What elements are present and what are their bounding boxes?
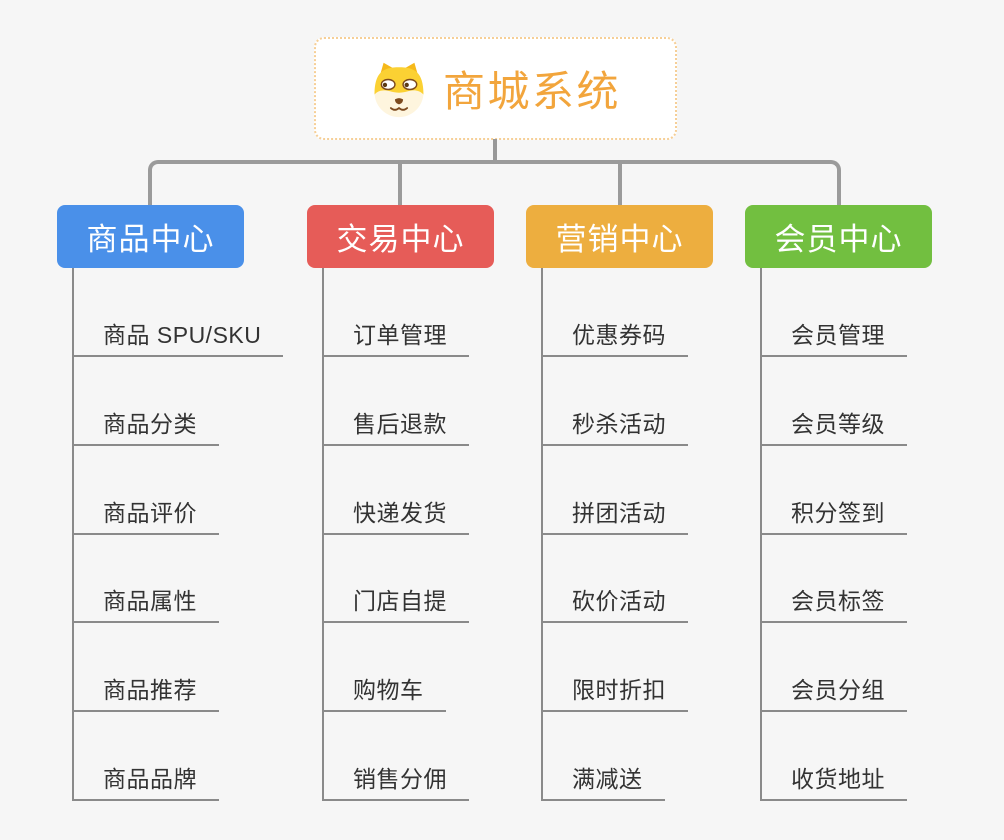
leaf-label: 优惠券码 — [572, 322, 666, 348]
leaf-label: 售后退款 — [353, 411, 447, 437]
leaf-node-marketing-center-5[interactable]: 限时折扣 — [541, 665, 688, 712]
leaf-label: 会员等级 — [791, 411, 885, 437]
branch-header-trade-center[interactable]: 交易中心 — [307, 205, 494, 268]
leaf-label: 销售分佣 — [353, 766, 447, 792]
branch-column-product-center: 商品中心商品 SPU/SKU 商品分类商品评价商品属性商品推荐商品品牌 — [57, 205, 284, 815]
connector-drop — [618, 163, 622, 205]
leaf-label: 门店自提 — [353, 588, 447, 614]
leaf-node-marketing-center-2[interactable]: 秒杀活动 — [541, 399, 688, 446]
branch-column-marketing-center: 营销中心优惠券码秒杀活动拼团活动砍价活动限时折扣满减送 — [526, 205, 713, 815]
leaf-node-product-center-5[interactable]: 商品推荐 — [72, 665, 219, 712]
leaf-label: 积分签到 — [791, 500, 885, 526]
leaf-node-trade-center-3[interactable]: 快递发货 — [322, 488, 469, 535]
leaf-node-trade-center-1[interactable]: 订单管理 — [322, 310, 469, 357]
leaf-label: 购物车 — [353, 677, 424, 703]
leaf-label: 快递发货 — [353, 500, 447, 526]
leaf-label: 拼团活动 — [572, 500, 666, 526]
leaf-node-member-center-3[interactable]: 积分签到 — [760, 488, 907, 535]
leaf-label: 商品评价 — [103, 500, 197, 526]
leaf-node-member-center-1[interactable]: 会员管理 — [760, 310, 907, 357]
leaf-node-product-center-2[interactable]: 商品分类 — [72, 399, 219, 446]
leaf-node-marketing-center-6[interactable]: 满减送 — [541, 754, 665, 801]
leaf-label: 收货地址 — [791, 766, 885, 792]
leaf-label: 会员标签 — [791, 588, 885, 614]
leaf-node-marketing-center-1[interactable]: 优惠券码 — [541, 310, 688, 357]
leaf-label: 商品属性 — [103, 588, 197, 614]
branch-header-product-center[interactable]: 商品中心 — [57, 205, 244, 268]
root-title: 商城系统 — [442, 68, 621, 115]
branch-column-trade-center: 交易中心订单管理售后退款快递发货门店自提购物车销售分佣 — [307, 205, 494, 815]
root-node[interactable]: 商城系统 — [314, 37, 677, 140]
leaf-node-trade-center-4[interactable]: 门店自提 — [322, 576, 469, 623]
leaf-label: 商品 SPU/SKU — [103, 322, 262, 348]
branch-column-member-center: 会员中心会员管理会员等级积分签到会员标签会员分组收货地址 — [745, 205, 932, 815]
leaf-node-trade-center-6[interactable]: 销售分佣 — [322, 754, 469, 801]
branch-header-label: 会员中心 — [774, 222, 903, 257]
leaf-label: 秒杀活动 — [572, 411, 666, 437]
leaf-node-product-center-3[interactable]: 商品评价 — [72, 488, 219, 535]
leaf-node-member-center-4[interactable]: 会员标签 — [760, 576, 907, 623]
leaf-node-product-center-6[interactable]: 商品品牌 — [72, 754, 219, 801]
connector-root-stem — [493, 139, 497, 164]
leaf-label: 订单管理 — [353, 322, 447, 348]
leaf-node-product-center-4[interactable]: 商品属性 — [72, 576, 219, 623]
leaf-node-marketing-center-4[interactable]: 砍价活动 — [541, 576, 688, 623]
leaf-node-member-center-2[interactable]: 会员等级 — [760, 399, 907, 446]
leaf-label: 限时折扣 — [572, 677, 666, 703]
leaf-label: 砍价活动 — [572, 588, 666, 614]
branch-header-label: 营销中心 — [555, 222, 684, 257]
leaf-node-trade-center-2[interactable]: 售后退款 — [322, 399, 469, 446]
connector-bus — [148, 160, 841, 205]
leaf-label: 会员分组 — [791, 677, 885, 703]
dog-face-icon — [370, 60, 428, 118]
leaf-node-member-center-5[interactable]: 会员分组 — [760, 665, 907, 712]
branch-header-label: 交易中心 — [336, 222, 465, 257]
branch-header-label: 商品中心 — [86, 222, 215, 257]
branch-header-member-center[interactable]: 会员中心 — [745, 205, 932, 268]
leaf-label: 会员管理 — [791, 322, 885, 348]
leaf-label: 商品分类 — [103, 411, 197, 437]
leaf-node-trade-center-5[interactable]: 购物车 — [322, 665, 446, 712]
leaf-node-marketing-center-3[interactable]: 拼团活动 — [541, 488, 688, 535]
connector-drop — [398, 163, 402, 205]
branch-header-marketing-center[interactable]: 营销中心 — [526, 205, 713, 268]
leaf-node-product-center-1[interactable]: 商品 SPU/SKU — [72, 310, 284, 357]
leaf-label: 商品推荐 — [103, 677, 197, 703]
leaf-label: 商品品牌 — [103, 766, 197, 792]
leaf-label: 满减送 — [572, 766, 643, 792]
leaf-node-member-center-6[interactable]: 收货地址 — [760, 754, 907, 801]
